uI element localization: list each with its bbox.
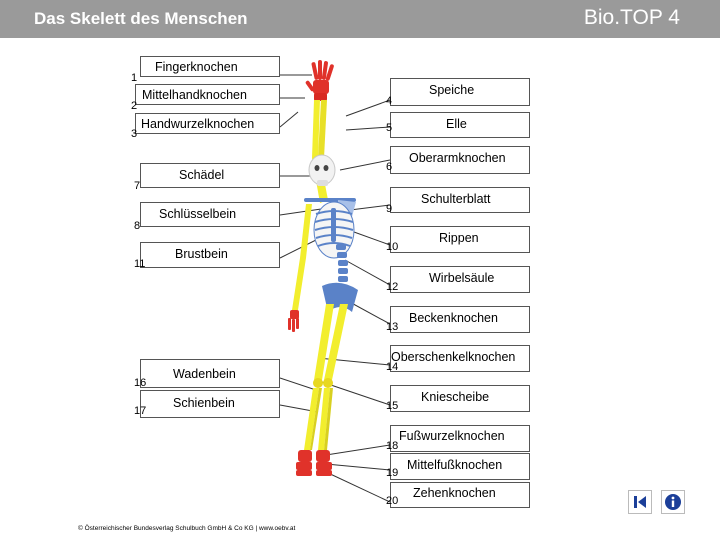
label-box-kniescheibe[interactable]: Kniescheibe xyxy=(390,385,530,412)
info-button[interactable] xyxy=(661,490,685,514)
label-schulterblatt: Schulterblatt xyxy=(421,192,491,206)
number-4: 4 xyxy=(386,95,393,107)
femur-right xyxy=(324,304,348,380)
label-kniescheibe: Kniescheibe xyxy=(421,390,490,404)
label-rippen: Rippen xyxy=(439,231,479,245)
label-oberarmknochen: Oberarmknochen xyxy=(409,151,506,165)
label-box-schulterblatt[interactable]: Schulterblatt xyxy=(390,187,530,213)
number-16: 16 xyxy=(134,377,147,389)
carpal-bones xyxy=(314,93,327,101)
metacarpal-bones xyxy=(313,80,329,94)
label-speiche: Speiche xyxy=(429,83,475,97)
label-box-schienbein[interactable]: Schienbein xyxy=(140,390,280,418)
fibula-right xyxy=(324,388,333,450)
number-3: 3 xyxy=(131,128,138,140)
header-bar: Das Skelett des Menschen Bio.TOP 4 xyxy=(0,0,720,38)
info-icon xyxy=(665,494,681,510)
number-6: 6 xyxy=(386,161,393,173)
label-box-fusswurzelknochen[interactable]: Fußwurzelknochen xyxy=(390,425,530,452)
label-schluesselbein: Schlüsselbein xyxy=(159,207,237,221)
brand-label: Bio.TOP 4 xyxy=(583,6,680,29)
label-box-schluesselbein[interactable]: Schlüsselbein xyxy=(140,202,280,227)
finger-bones xyxy=(305,60,334,92)
label-box-mittelfussknochen[interactable]: Mittelfußknochen xyxy=(390,453,530,480)
number-15: 15 xyxy=(386,400,399,412)
label-box-wirbelsaeule[interactable]: Wirbelsäule xyxy=(390,266,530,293)
label-box-handwurzelknochen[interactable]: Handwurzelknochen xyxy=(135,113,280,134)
left-hand xyxy=(288,310,299,332)
number-18: 18 xyxy=(386,440,399,452)
patella-left xyxy=(313,378,323,388)
label-box-speiche[interactable]: Speiche xyxy=(390,78,530,106)
copyright-footer: © Österreichischer Bundesverlag Schulbuc… xyxy=(78,525,296,532)
label-box-brustbein[interactable]: Brustbein xyxy=(140,242,280,268)
number-12: 12 xyxy=(386,281,399,293)
label-box-elle[interactable]: Elle xyxy=(390,112,530,138)
label-box-oberschenkelknochen[interactable]: Oberschenkelknochen xyxy=(390,345,530,372)
tibia-right xyxy=(318,388,330,450)
label-zehenknochen: Zehenknochen xyxy=(413,486,496,500)
humerus-left xyxy=(300,204,312,258)
number-7: 7 xyxy=(134,180,141,192)
label-box-mittelhandknochen[interactable]: Mittelhandknochen xyxy=(135,84,280,105)
fibula-left xyxy=(310,388,322,450)
label-mittelfussknochen: Mittelfußknochen xyxy=(407,458,503,472)
label-box-zehenknochen[interactable]: Zehenknochen xyxy=(390,482,530,508)
label-oberschenkelknochen: Oberschenkelknochen xyxy=(391,350,516,364)
number-11: 11 xyxy=(134,258,146,270)
back-to-start-icon xyxy=(634,496,646,508)
feet xyxy=(296,450,332,476)
ulna-bone xyxy=(318,100,327,158)
forearm-left xyxy=(292,258,306,310)
label-box-fingerknochen[interactable]: Fingerknochen xyxy=(140,56,280,77)
label-schaedel: Schädel xyxy=(179,168,225,182)
label-fingerknochen: Fingerknochen xyxy=(155,60,238,74)
label-fusswurzelknochen: Fußwurzelknochen xyxy=(399,429,505,443)
label-box-schaedel[interactable]: Schädel xyxy=(140,163,280,188)
number-1: 1 xyxy=(131,72,138,84)
label-box-rippen[interactable]: Rippen xyxy=(390,226,530,253)
number-14: 14 xyxy=(386,361,399,373)
number-17: 17 xyxy=(134,405,147,417)
page-title: Das Skelett des Menschen xyxy=(34,9,248,28)
radius-bone xyxy=(312,100,320,158)
number-13: 13 xyxy=(386,321,399,333)
tibia-left xyxy=(304,388,319,450)
label-box-wadenbein[interactable]: Wadenbein xyxy=(140,359,280,388)
number-2: 2 xyxy=(131,100,138,112)
label-schienbein: Schienbein xyxy=(173,396,235,410)
label-beckenknochen: Beckenknochen xyxy=(409,311,498,325)
label-wirbelsaeule: Wirbelsäule xyxy=(429,271,495,285)
label-wadenbein: Wadenbein xyxy=(173,367,236,381)
label-box-oberarmknochen[interactable]: Oberarmknochen xyxy=(390,146,530,174)
spine xyxy=(336,244,348,282)
number-8: 8 xyxy=(134,220,141,232)
label-elle: Elle xyxy=(446,117,467,131)
label-brustbein: Brustbein xyxy=(175,247,228,261)
patella-right xyxy=(323,378,333,388)
back-to-start-button[interactable] xyxy=(628,490,652,514)
label-box-beckenknochen[interactable]: Beckenknochen xyxy=(390,306,530,333)
number-10: 10 xyxy=(386,241,399,253)
sternum xyxy=(331,208,336,242)
label-handwurzelknochen: Handwurzelknochen xyxy=(141,117,255,131)
femur-left xyxy=(314,304,334,380)
number-20: 20 xyxy=(386,495,399,507)
number-9: 9 xyxy=(386,203,393,215)
number-5: 5 xyxy=(386,122,393,134)
label-mittelhandknochen: Mittelhandknochen xyxy=(142,88,247,102)
number-19: 19 xyxy=(386,467,399,479)
